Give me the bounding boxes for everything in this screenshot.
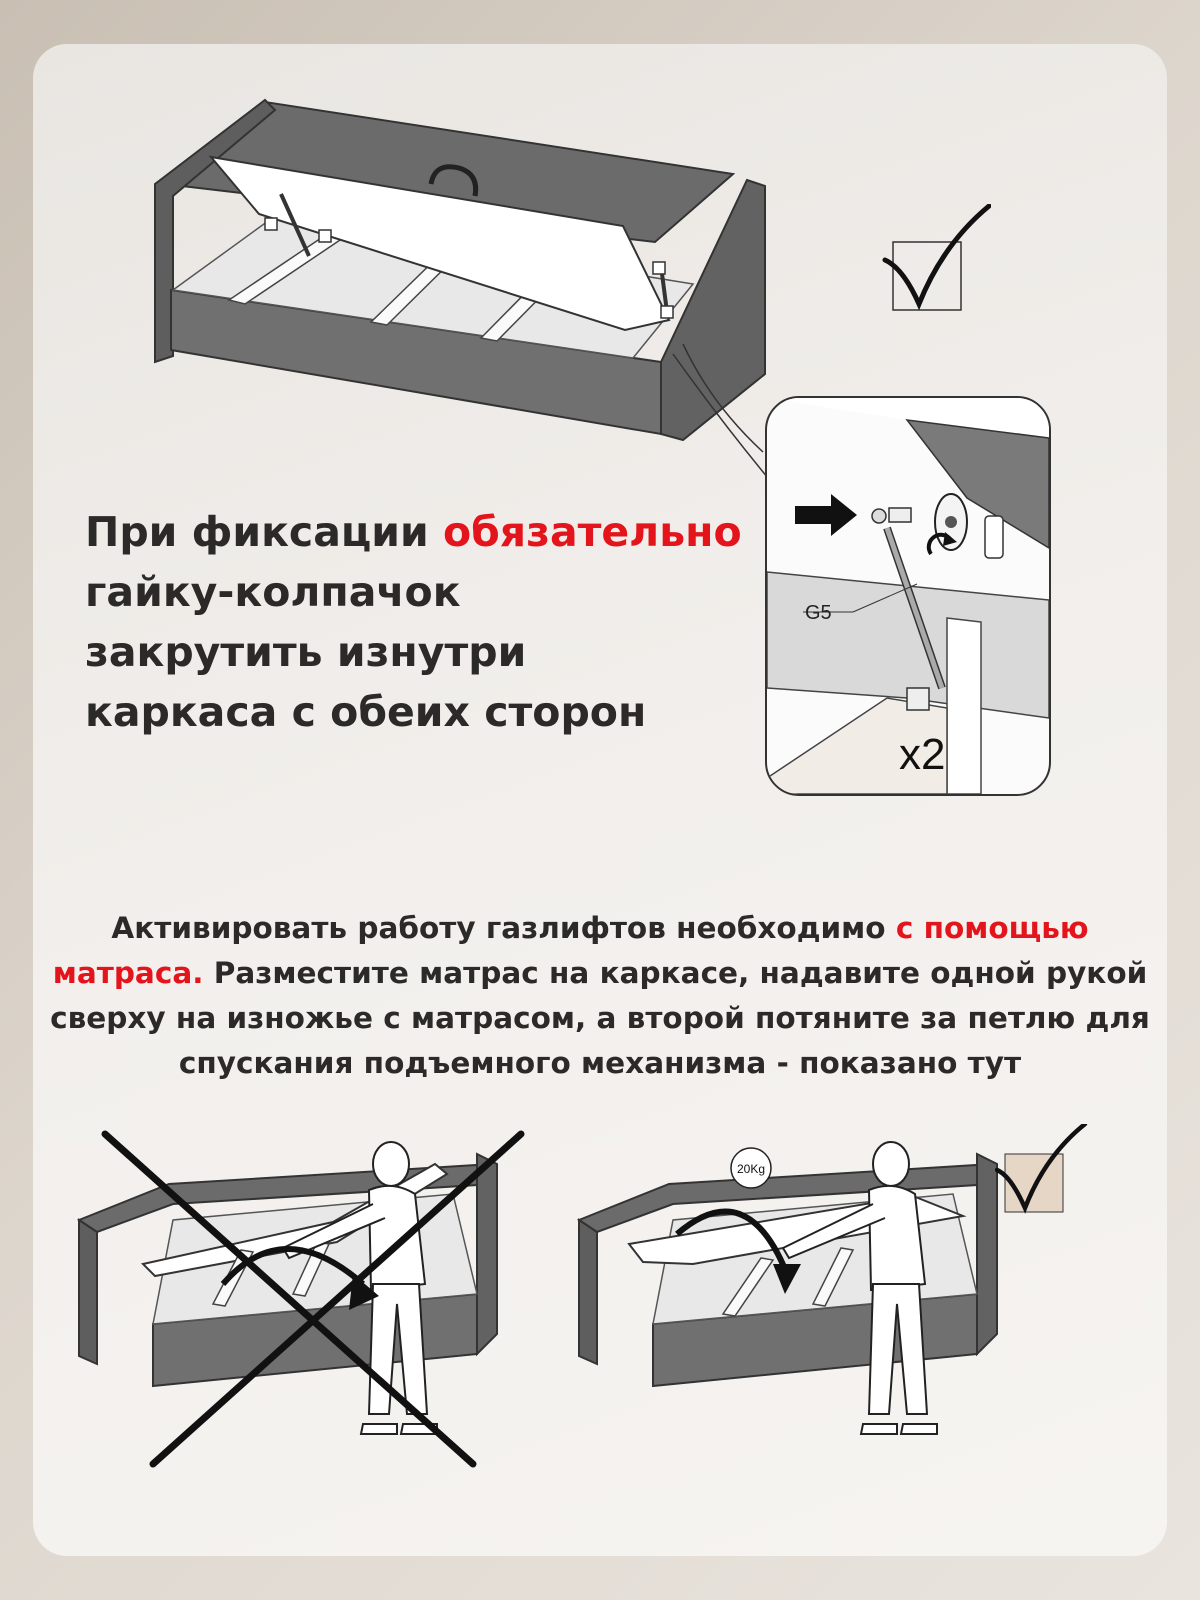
detail-inset: G5 x2 (765, 396, 1051, 796)
weight-label: 20Kg (737, 1162, 765, 1176)
lead-line2-text: гайку-колпачок (85, 568, 461, 616)
bed-open-illustration (154, 98, 774, 485)
instruction-emphasis-2: матраса. (52, 956, 204, 990)
rotate-arrow-icon (926, 532, 957, 556)
instruction-part1: Активировать работу газлифтов необходимо (111, 911, 896, 945)
checkmark-icon (882, 204, 991, 311)
lead-emphasis: обязательно (443, 508, 742, 556)
instruction-card: G5 x2 При фиксации обязательно гайку-кол… (33, 44, 1167, 1556)
lead-line4-text: каркаса с обеих сторон (85, 688, 647, 736)
correct-method-illustration: 20Kg (576, 1141, 998, 1435)
arrow-right-icon (795, 494, 857, 536)
cross-icon (101, 1130, 525, 1468)
gas-lift-detail-drawing (767, 398, 1049, 794)
lead-text: При фиксации обязательно гайку-колпачок … (85, 502, 785, 742)
instruction-emphasis-1: с помощью (895, 911, 1089, 945)
quantity-label: x2 (899, 730, 946, 779)
wrong-method-illustration (76, 1130, 525, 1468)
lead-line3-text: закрутить изнутри (85, 628, 527, 676)
instruction-text: Активировать работу газлифтов необходимо… (33, 906, 1167, 1086)
checkmark-icon (995, 1124, 1088, 1214)
instruction-part2: Разместите матрас на каркасе, надавите о… (50, 956, 1150, 1080)
lead-line1-text: При фиксации (85, 508, 443, 556)
part-label: G5 (805, 602, 832, 624)
